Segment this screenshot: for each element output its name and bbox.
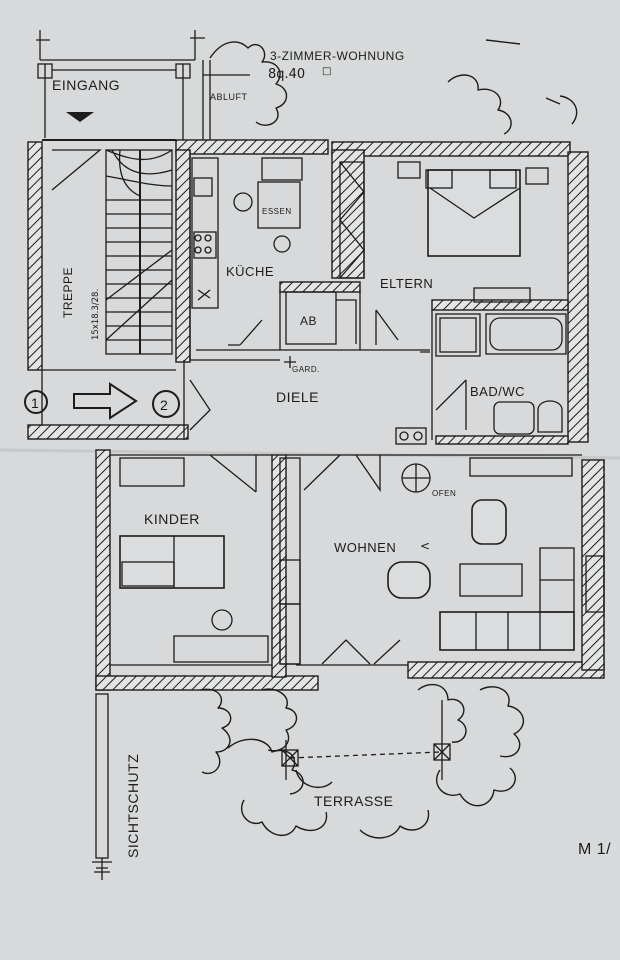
marker-2-circle (152, 390, 180, 418)
kitchen-fixtures (191, 157, 303, 346)
stair-dimensions-label: 15x18.3/28. (91, 289, 101, 340)
direction-arrow-icon (73, 382, 138, 420)
marker-2-label: 2 (160, 397, 168, 413)
outline-dashes (587, 160, 605, 660)
section-markers: 1 2 (24, 382, 180, 420)
terrasse-label: TERRASSE (314, 793, 393, 809)
walls (27, 139, 605, 691)
wohnen-mark: < (420, 539, 430, 553)
marker-1-circle (24, 390, 48, 414)
scale-label: M 1/ (578, 841, 611, 858)
storage-room (285, 291, 357, 345)
ofen-label: OFEN (432, 489, 456, 498)
eltern-label: ELTERN (380, 276, 433, 291)
gard-label: GARD. (292, 365, 320, 374)
interior-lines (41, 139, 582, 666)
top-trees (209, 39, 578, 135)
bad-wc-label: BAD/WC (470, 384, 525, 399)
entrance-arrow-icon (66, 112, 94, 122)
staircase (51, 149, 173, 355)
square-meter-symbol: □ (322, 66, 331, 77)
kueche-label: KÜCHE (226, 264, 274, 279)
terrace-plants (199, 683, 525, 839)
ab-label: AB (300, 314, 317, 328)
privacy-screen (92, 693, 112, 880)
marker-1-label: 1 (31, 395, 39, 411)
title-label: 3-ZIMMER-WOHNUNG (270, 49, 405, 63)
treppe-label: TREPPE (61, 267, 75, 318)
entrance-canopy (36, 30, 250, 140)
bedroom-furniture (339, 161, 549, 345)
hall-doors (189, 351, 430, 493)
diele-label: DIELE (276, 389, 319, 405)
bathroom-fixtures (395, 313, 567, 445)
kids-room-furniture (119, 457, 269, 663)
wohnen-label: WOHNEN (334, 540, 396, 555)
abluft-label: ABLUFT (210, 92, 248, 102)
eingang-label: EINGANG (52, 77, 120, 93)
sichtschutz-label: SICHTSCHUTZ (125, 754, 141, 858)
area-label: 8q.40 (268, 67, 305, 82)
essen-label: ESSEN (262, 207, 292, 216)
living-room-furniture (279, 457, 605, 665)
kinder-label: KINDER (144, 511, 200, 527)
